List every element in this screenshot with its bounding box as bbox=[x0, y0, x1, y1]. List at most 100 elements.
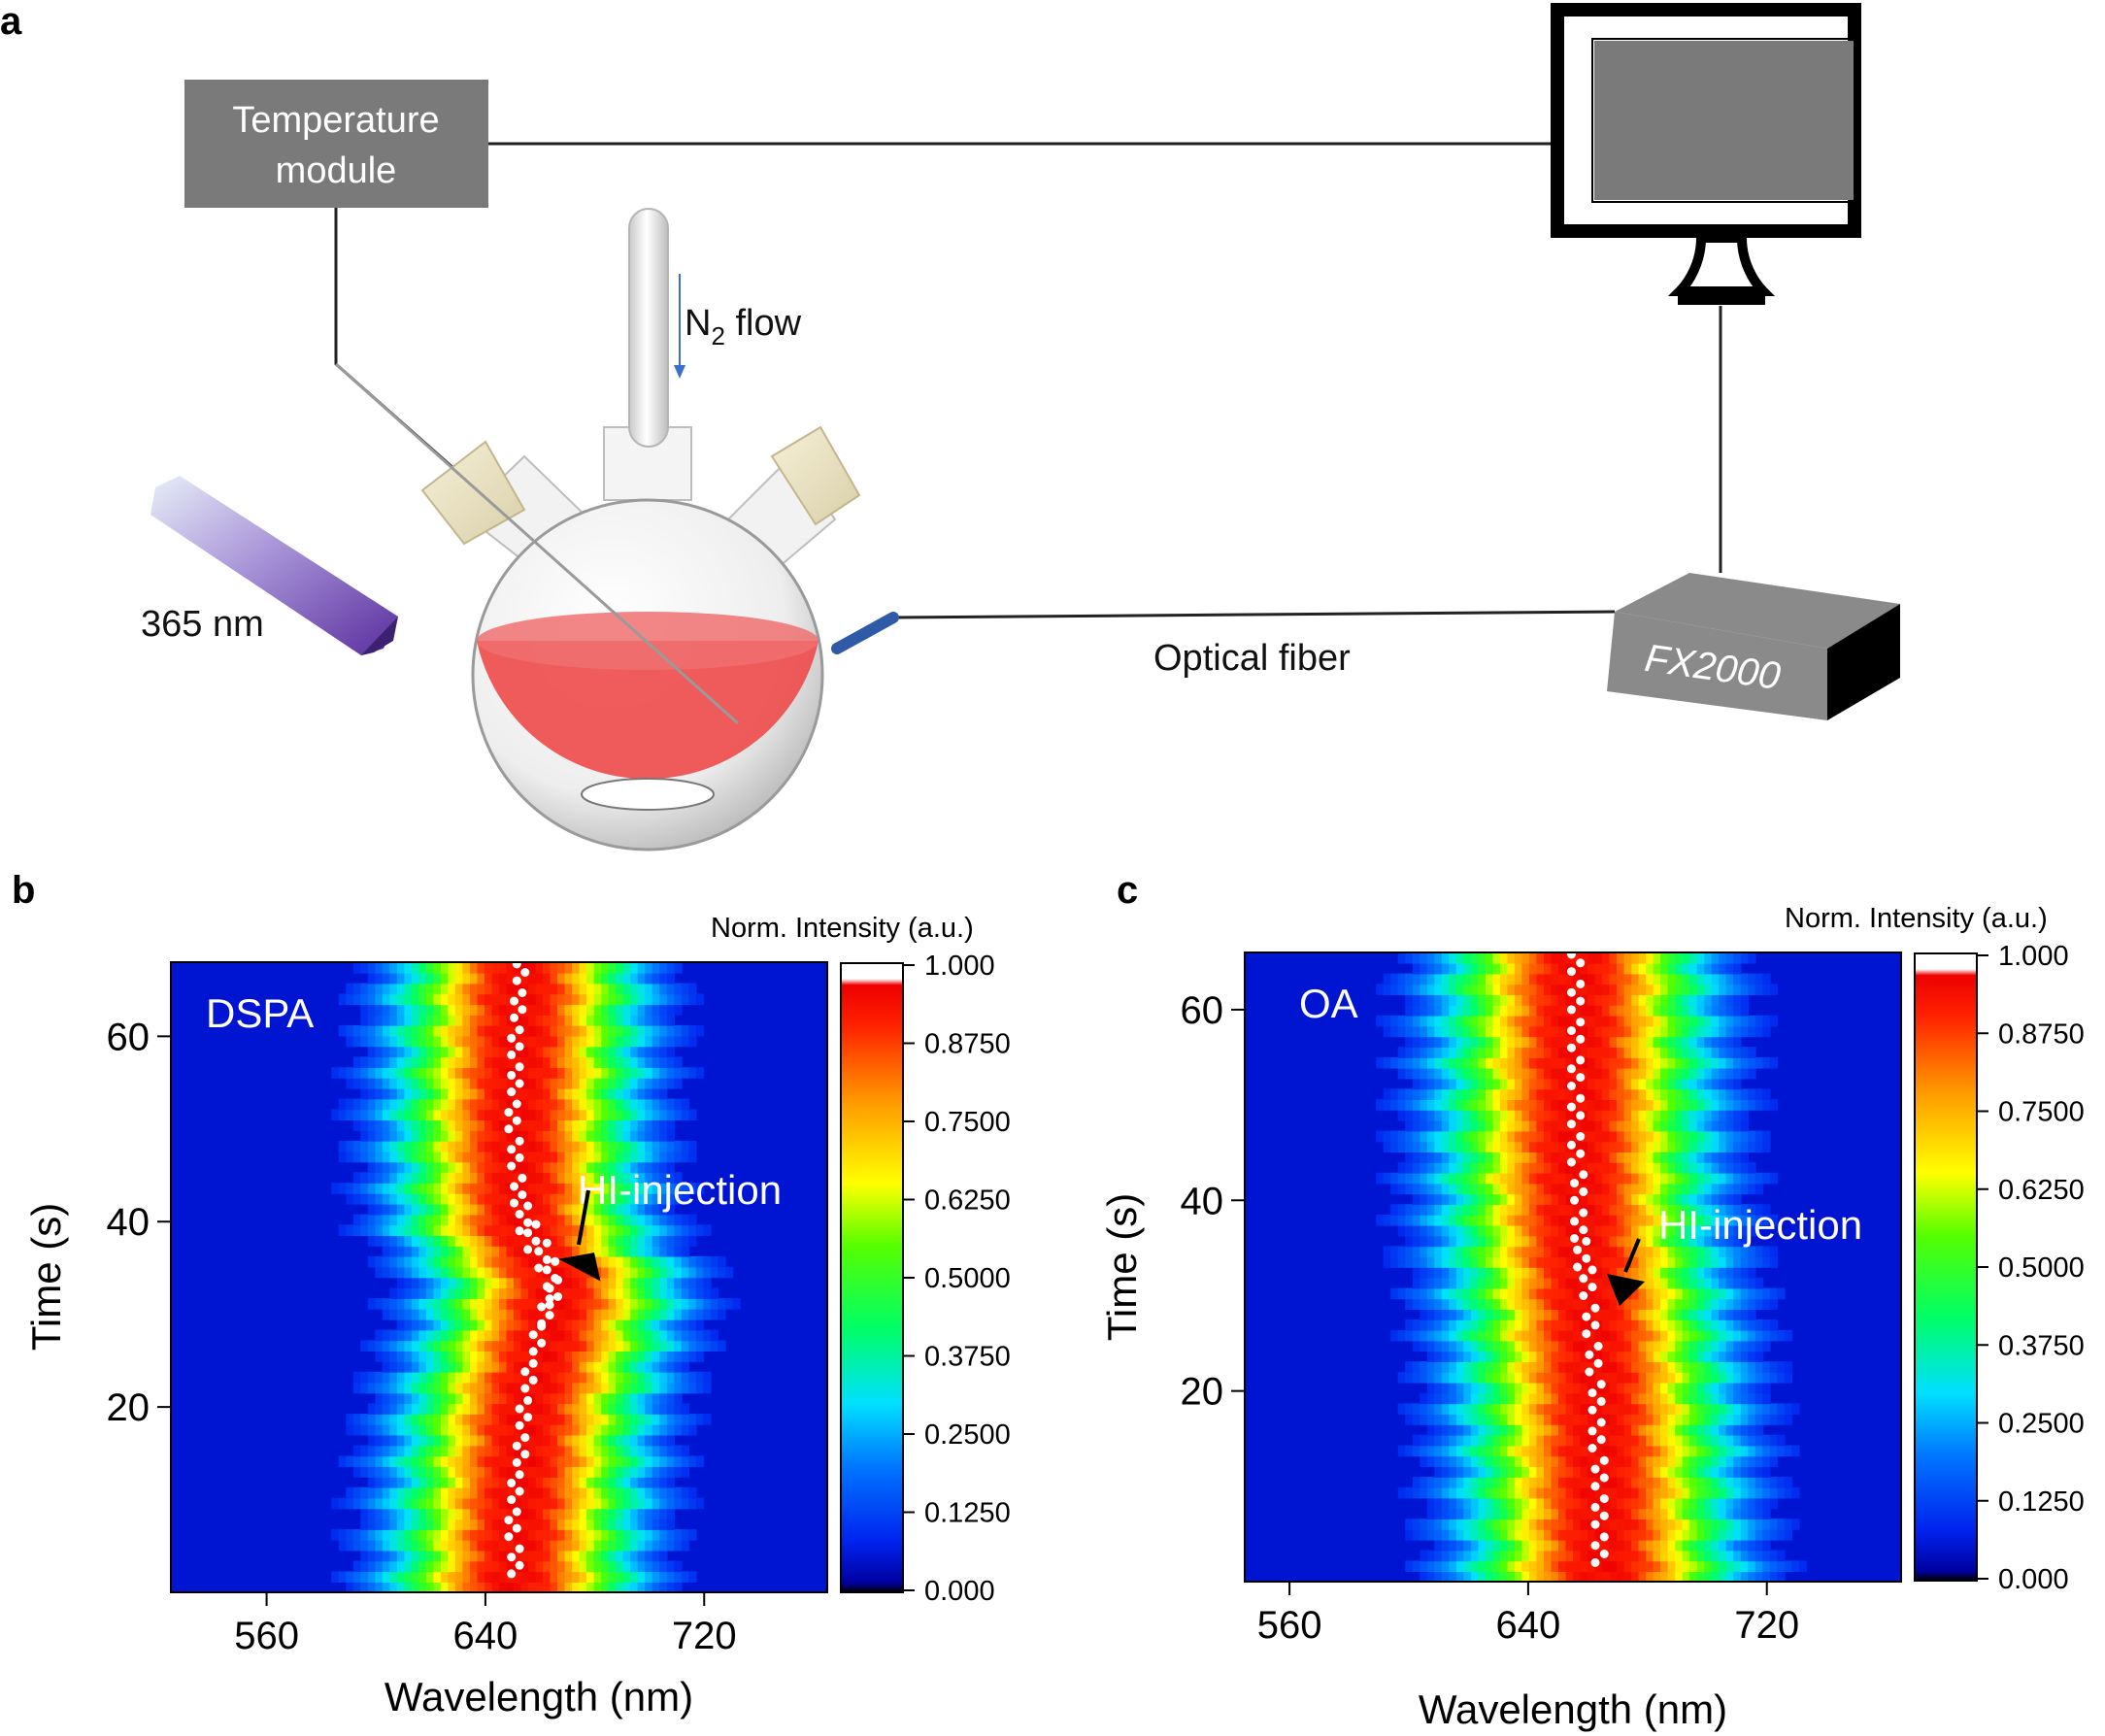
heatmap-cell bbox=[382, 1255, 391, 1268]
heatmap-cell bbox=[514, 1246, 522, 1257]
heatmap-cell bbox=[1617, 1235, 1625, 1248]
heatmap-cell bbox=[1754, 1256, 1764, 1268]
heatmap-cell bbox=[1733, 1361, 1742, 1373]
panel-b-letter: b bbox=[12, 869, 35, 912]
heatmap-cell bbox=[528, 1529, 537, 1541]
heatmap-cell bbox=[389, 1246, 398, 1257]
heatmap-cell bbox=[433, 1255, 442, 1268]
heatmap-cell bbox=[499, 1486, 508, 1499]
heatmap-cell bbox=[448, 1340, 456, 1352]
heatmap-cell bbox=[1675, 1215, 1684, 1226]
heatmap-cell bbox=[557, 1287, 566, 1299]
heatmap-cell bbox=[1748, 1256, 1756, 1268]
heatmap-cell bbox=[1420, 1162, 1428, 1174]
heatmap-cell bbox=[622, 1560, 631, 1573]
heatmap-cell bbox=[1725, 1445, 1734, 1457]
heatmap-cell bbox=[1748, 1560, 1756, 1572]
heatmap-cell bbox=[425, 1172, 435, 1184]
heatmap-cell bbox=[1682, 1497, 1690, 1510]
heatmap-cell bbox=[433, 1130, 442, 1142]
heatmap-cell bbox=[1558, 1351, 1567, 1362]
heatmap-cell bbox=[382, 1392, 391, 1405]
heatmap-cell bbox=[360, 1455, 369, 1467]
heatmap-cell bbox=[396, 1466, 406, 1478]
heatmap-cell bbox=[1434, 1434, 1443, 1447]
heatmap-cell bbox=[543, 962, 551, 974]
heatmap-cell bbox=[375, 1035, 384, 1048]
heatmap-cell bbox=[1675, 1571, 1684, 1582]
heatmap-cell bbox=[506, 1246, 515, 1257]
heatmap-cell bbox=[1617, 1309, 1625, 1320]
heatmap-cell bbox=[652, 1508, 660, 1520]
heatmap-cell bbox=[1580, 1193, 1588, 1205]
peak-point bbox=[510, 996, 518, 1006]
heatmap-cell bbox=[331, 1109, 340, 1120]
heatmap-cell bbox=[1507, 1319, 1516, 1331]
heatmap-cell bbox=[396, 1403, 406, 1415]
heatmap-cell bbox=[389, 1539, 398, 1552]
heatmap-cell bbox=[338, 1529, 348, 1541]
heatmap-cell bbox=[564, 1078, 573, 1089]
heatmap-cell bbox=[557, 1550, 566, 1562]
heatmap-cell bbox=[1631, 1539, 1640, 1552]
heatmap-cell bbox=[1573, 1445, 1582, 1457]
heatmap-cell bbox=[1638, 1361, 1647, 1373]
heatmap-cell bbox=[462, 1382, 471, 1394]
heatmap-cell bbox=[1573, 1508, 1582, 1519]
heatmap-cell bbox=[695, 1497, 705, 1510]
heatmap-cell bbox=[622, 1361, 631, 1373]
heatmap-cell bbox=[433, 1203, 442, 1216]
heatmap-cell bbox=[557, 1519, 566, 1530]
heatmap-cell bbox=[1675, 1340, 1684, 1352]
heatmap-cell bbox=[1507, 1224, 1516, 1237]
heatmap-cell bbox=[695, 1266, 705, 1279]
heatmap-cell bbox=[695, 1287, 705, 1299]
heatmap-cell bbox=[528, 1445, 537, 1457]
heatmap-cell bbox=[608, 983, 617, 995]
heatmap-cell bbox=[637, 1140, 646, 1152]
heatmap-cell bbox=[1725, 1414, 1734, 1425]
panel-a-letter: a bbox=[0, 0, 22, 43]
heatmap-cell bbox=[1485, 1183, 1494, 1195]
heatmap-cell bbox=[557, 1392, 566, 1405]
led-wavelength-label: 365 nm bbox=[141, 604, 264, 645]
heatmap-cell bbox=[1689, 1183, 1698, 1195]
heatmap-cell bbox=[564, 983, 573, 995]
heatmap-cell bbox=[1754, 1539, 1764, 1552]
peak-point bbox=[523, 1413, 533, 1422]
heatmap-cell bbox=[608, 1140, 617, 1152]
heatmap-cell bbox=[1762, 1403, 1771, 1415]
heatmap-cell bbox=[1551, 1340, 1559, 1352]
heatmap-cell bbox=[1580, 1560, 1588, 1572]
heatmap-cell bbox=[1631, 1486, 1640, 1499]
heatmap-cell bbox=[652, 1445, 660, 1457]
heatmap-cell bbox=[491, 1098, 500, 1111]
heatmap-cell bbox=[1514, 1287, 1523, 1300]
heatmap-cell bbox=[572, 1508, 581, 1520]
heatmap-cell bbox=[1528, 1529, 1538, 1541]
heatmap-cell bbox=[1675, 1235, 1684, 1248]
heatmap-cell bbox=[411, 1477, 420, 1488]
heatmap-cell bbox=[1748, 1162, 1756, 1174]
heatmap-cell bbox=[1704, 1340, 1713, 1352]
heatmap-cell bbox=[440, 1015, 450, 1026]
heatmap-cell bbox=[1507, 1382, 1516, 1394]
heatmap-cell bbox=[1769, 1298, 1779, 1310]
heatmap-cell bbox=[1587, 1560, 1596, 1572]
heatmap-cell bbox=[1463, 1529, 1472, 1541]
heatmap-cell bbox=[564, 1151, 573, 1163]
heatmap-cell bbox=[1514, 1309, 1523, 1320]
heatmap-cell bbox=[1660, 1382, 1669, 1394]
heatmap-cell bbox=[1638, 1497, 1647, 1510]
heatmap-cell bbox=[367, 1024, 377, 1037]
heatmap-cell bbox=[425, 1224, 435, 1236]
heatmap-cell bbox=[1667, 1466, 1676, 1478]
heatmap-cell bbox=[454, 1224, 464, 1236]
heatmap-cell bbox=[520, 1109, 529, 1120]
heatmap-cell bbox=[1594, 1497, 1603, 1510]
heatmap-cell bbox=[557, 1309, 566, 1320]
heatmap-cell bbox=[1594, 1560, 1603, 1572]
heatmap-cell bbox=[543, 1434, 551, 1447]
heatmap-cell bbox=[637, 983, 646, 995]
heatmap-cell bbox=[608, 972, 617, 985]
